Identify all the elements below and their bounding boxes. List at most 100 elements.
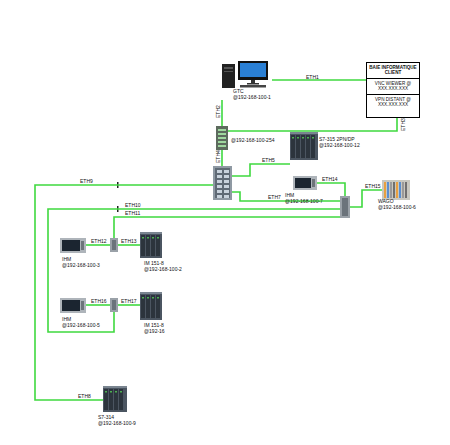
icon-part bbox=[291, 135, 295, 158]
icon-part bbox=[290, 132, 318, 134]
icon-part bbox=[387, 182, 389, 198]
icon-part bbox=[81, 241, 84, 250]
icon-part bbox=[238, 61, 268, 80]
icon-part bbox=[141, 295, 145, 318]
device-node: GTC@192-168-100-1 bbox=[220, 60, 272, 100]
device-label: @192-168-100-5 bbox=[62, 322, 100, 328]
device-label: S7-314 bbox=[98, 414, 114, 420]
cable-label: ETH13 bbox=[121, 238, 137, 244]
icon-part bbox=[224, 190, 229, 193]
plc-icon bbox=[140, 292, 162, 320]
icon-part bbox=[302, 137, 304, 139]
icon-part bbox=[292, 137, 294, 139]
device-label: @192-168-100-12 bbox=[319, 142, 360, 148]
icon-part bbox=[151, 295, 155, 318]
icon-part bbox=[156, 295, 160, 318]
icon-part bbox=[140, 292, 162, 320]
icon-part bbox=[296, 135, 300, 158]
icon-part bbox=[307, 137, 309, 139]
device-node: IM 151-8@192-16 bbox=[140, 292, 162, 320]
icon-part bbox=[306, 135, 310, 158]
icon-part bbox=[105, 391, 107, 393]
icon-part bbox=[218, 141, 226, 143]
hmi-icon bbox=[60, 238, 86, 253]
icon-part bbox=[140, 292, 162, 294]
hmi-icon bbox=[293, 176, 317, 190]
device-node bbox=[110, 238, 118, 252]
device-label: IHM bbox=[62, 256, 71, 262]
icon-part bbox=[295, 178, 311, 188]
icon-part bbox=[224, 195, 229, 198]
cable-label: ETH10 bbox=[125, 202, 141, 208]
plc-icon bbox=[103, 386, 127, 412]
ethernet-cable bbox=[228, 118, 397, 131]
icon-part bbox=[216, 126, 228, 150]
device-label: @192-168-100-3 bbox=[62, 262, 100, 268]
sw1-icon bbox=[216, 126, 228, 150]
icon-part bbox=[103, 386, 127, 388]
sw3-icon bbox=[110, 298, 118, 312]
device-label: @192-168-100-9 bbox=[98, 420, 136, 426]
icon-part bbox=[224, 180, 229, 183]
device-label: @192-168-100-7 bbox=[285, 198, 323, 204]
ethernet-cable bbox=[221, 150, 223, 166]
icon-part bbox=[103, 386, 127, 412]
rack-text: BAIE INFORMATIQUE CLIENT bbox=[367, 63, 419, 79]
cable-label: ETH17 bbox=[121, 298, 137, 304]
icon-part bbox=[224, 185, 229, 188]
icon-part bbox=[60, 238, 86, 253]
icon-part bbox=[218, 137, 226, 139]
icon-part bbox=[151, 235, 155, 256]
icon-part bbox=[112, 300, 116, 310]
device-label: @192-168-100-254 bbox=[231, 137, 274, 143]
icon-part bbox=[384, 182, 386, 198]
cable-label: ETH1 bbox=[306, 74, 319, 80]
icon-part bbox=[247, 83, 259, 85]
cable-label: ETH16 bbox=[91, 298, 107, 304]
device-node bbox=[340, 196, 350, 218]
ethernet-cable bbox=[86, 304, 110, 306]
icon-part bbox=[141, 235, 145, 256]
icon-part bbox=[81, 301, 84, 310]
ethernet-cable bbox=[350, 190, 382, 207]
icon-part bbox=[215, 168, 230, 198]
icon-part bbox=[342, 198, 348, 216]
icon-part bbox=[399, 182, 401, 198]
icon-part bbox=[240, 63, 266, 77]
rack-box: BAIE INFORMATIQUE CLIENTVNC WIEWER @ XXX… bbox=[366, 62, 420, 118]
icon-part bbox=[217, 175, 222, 178]
icon-part bbox=[62, 240, 80, 251]
icon-part bbox=[217, 190, 222, 193]
icon-part bbox=[217, 170, 222, 173]
cable-label: ETH7 bbox=[268, 194, 281, 200]
icon-part bbox=[110, 238, 118, 252]
icon-part bbox=[390, 182, 392, 198]
icon-part bbox=[142, 297, 144, 299]
device-node: @192-168-100-254 bbox=[216, 126, 228, 150]
rack-text: VPN DISTANT @ XXX.XXX.XXX bbox=[367, 95, 419, 110]
plc-icon bbox=[290, 132, 318, 160]
icon-part bbox=[301, 135, 305, 158]
device-node: S7-314@192-168-100-9 bbox=[103, 386, 127, 412]
icon-part bbox=[104, 389, 108, 410]
device-node: WAGO@192-168-100-6 bbox=[382, 180, 410, 200]
icon-part bbox=[157, 237, 159, 239]
icon-part bbox=[217, 195, 222, 198]
hmi-icon bbox=[60, 298, 86, 313]
device-label: @192-168-100-2 bbox=[144, 266, 182, 272]
device-label: WAGO bbox=[378, 198, 394, 204]
ethernet-cable bbox=[221, 100, 223, 126]
cable-label: ETH12 bbox=[91, 238, 107, 244]
ethernet-cable bbox=[317, 183, 345, 196]
icon-part bbox=[311, 135, 315, 158]
icon-part bbox=[217, 185, 222, 188]
icon-part bbox=[110, 298, 118, 312]
device-label: IHM bbox=[285, 192, 294, 198]
device-node: IHM@192-168-100-7 bbox=[293, 176, 317, 190]
icon-part bbox=[146, 295, 150, 318]
sw3-icon bbox=[340, 196, 350, 218]
icon-part bbox=[297, 137, 299, 139]
icon-part bbox=[312, 137, 314, 139]
